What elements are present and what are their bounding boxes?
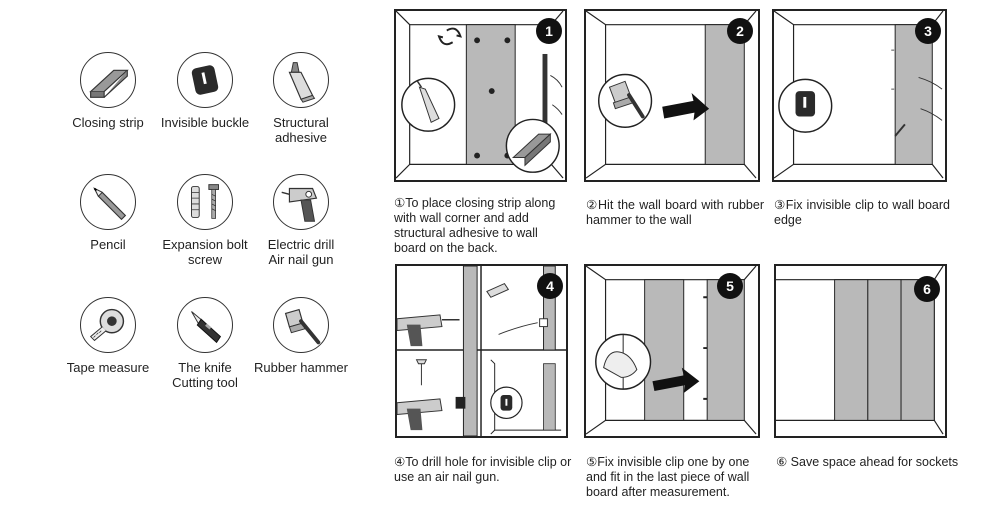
closing-strip-icon (80, 52, 136, 108)
tool-invisible-buckle: Invisible buckle (155, 52, 255, 130)
tool-closing-strip: Closing strip (58, 52, 158, 130)
tool-label: The knife Cutting tool (172, 360, 238, 390)
electric-drill-icon (273, 174, 329, 230)
step-6-panel: 6 (774, 264, 947, 438)
tape-measure-icon (80, 297, 136, 353)
pencil-icon (80, 174, 136, 230)
step-1-illustration (396, 11, 564, 179)
step-2-illustration (586, 11, 757, 179)
step-3-illustration (774, 11, 944, 179)
step-6-illustration (776, 266, 944, 435)
tool-label: Closing strip (72, 115, 144, 130)
step-6-caption: ⑥ Save space ahead for sockets (776, 455, 959, 469)
tool-electric-drill: Electric drill Air nail gun (251, 174, 351, 267)
step-5-badge: 5 (717, 273, 743, 299)
step-5-caption: ⑤Fix invisible clip one by one and fit i… (586, 455, 750, 499)
step-5-panel: 5 (584, 264, 760, 438)
step-4-panel: 4 (395, 264, 568, 438)
rubber-hammer-icon (273, 297, 329, 353)
step-2-badge: 2 (727, 18, 753, 44)
step-1-badge: 1 (536, 18, 562, 44)
knife-icon (177, 297, 233, 353)
step-2-panel: 2 (584, 9, 760, 182)
tool-knife: The knife Cutting tool (155, 297, 255, 390)
tool-label: Invisible buckle (160, 115, 250, 130)
invisible-buckle-icon (177, 52, 233, 108)
tool-label: Structural adhesive (273, 115, 329, 145)
step-5-illustration (586, 266, 757, 435)
tool-label: Expansion bolt screw (162, 237, 248, 267)
step-3-badge: 3 (915, 18, 941, 44)
step-2-caption: ②Hit the wall board with rubber hammer t… (586, 198, 764, 227)
tool-pencil: Pencil (58, 174, 158, 252)
step-6-badge: 6 (914, 276, 940, 302)
step-4-badge: 4 (537, 273, 563, 299)
tool-rubber-hammer: Rubber hammer (251, 297, 351, 375)
tool-label: Rubber hammer (254, 360, 348, 375)
step-1-caption: ①To place closing strip along with wall … (394, 196, 556, 255)
tool-label: Tape measure (66, 360, 150, 375)
expansion-bolt-icon (177, 174, 233, 230)
tool-label: Pencil (90, 237, 126, 252)
step-1-panel: 1 (394, 9, 567, 182)
tool-tape-measure: Tape measure (58, 297, 158, 375)
adhesive-tube-icon (273, 52, 329, 108)
step-3-caption: ③Fix invisible clip to wall board edge (774, 198, 950, 227)
step-3-panel: 3 (772, 9, 947, 182)
tool-expansion-bolt: Expansion bolt screw (155, 174, 255, 267)
tool-label: Electric drill Air nail gun (267, 237, 335, 267)
step-4-illustration (397, 266, 566, 436)
tool-structural-adhesive: Structural adhesive (251, 52, 351, 145)
step-4-caption: ④To drill hole for invisible clip or use… (394, 455, 572, 484)
